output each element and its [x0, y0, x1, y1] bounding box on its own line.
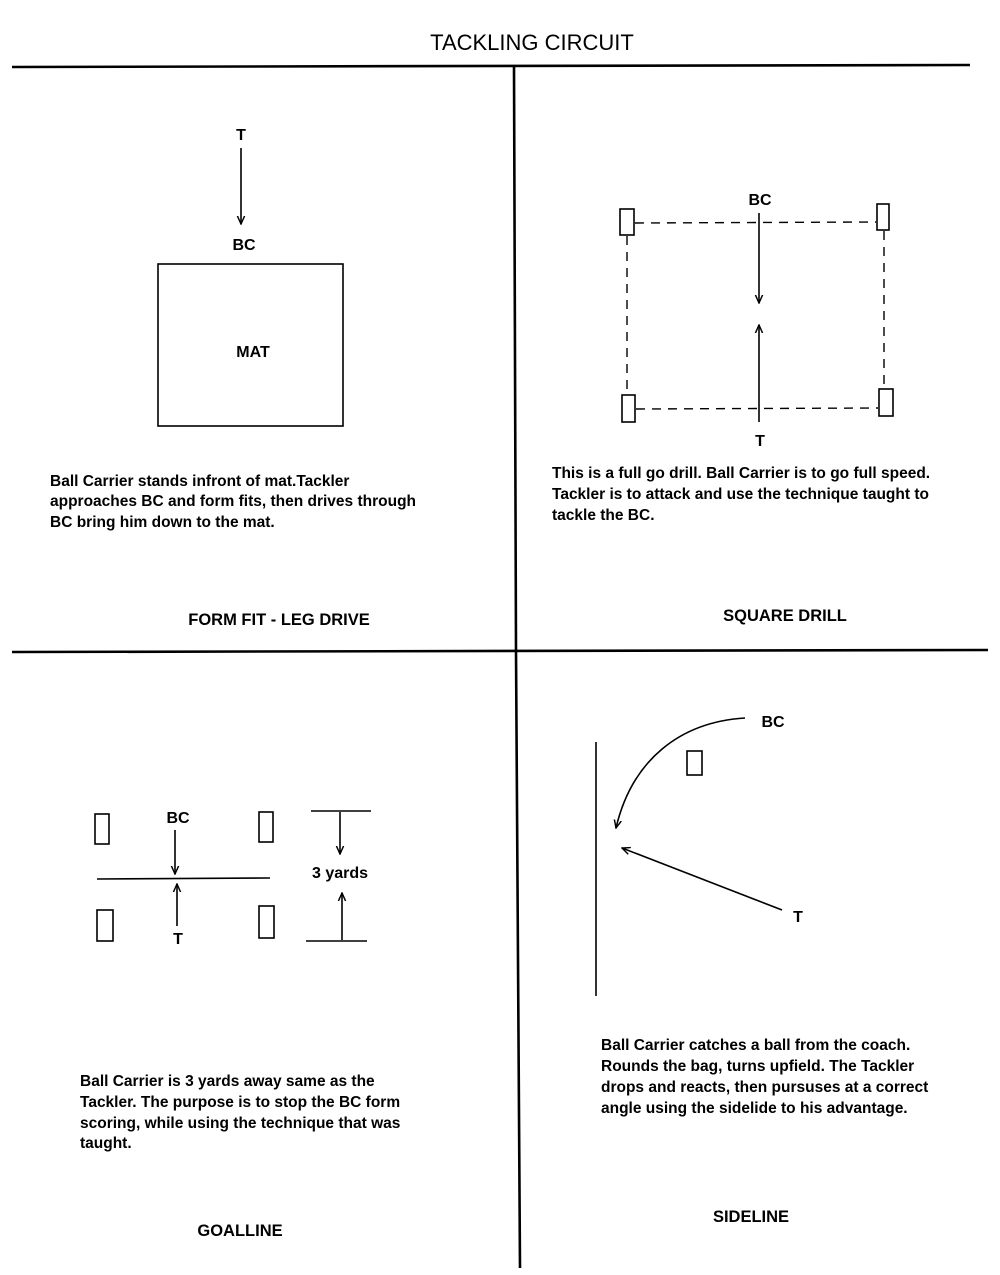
- description-line: Ball Carrier is 3 yards away same as the: [80, 1073, 375, 1090]
- drill-name: FORM FIT - LEG DRIVE: [188, 611, 370, 629]
- distance-label: 3 yards: [312, 865, 368, 882]
- drill-description: Ball Carrier catches a ball from the coa…: [601, 1037, 933, 1117]
- drill-name: SQUARE DRILL: [723, 607, 847, 625]
- tackler-label: T: [173, 931, 183, 948]
- description-line: Rounds the bag, turns upfield. The Tackl…: [601, 1058, 914, 1075]
- ball-carrier-label: BC: [761, 714, 785, 731]
- bag: [621, 394, 636, 423]
- description-line: taught.: [80, 1135, 132, 1152]
- bag: [96, 909, 114, 942]
- ball-carrier-label: BC: [748, 192, 772, 209]
- description-line: Tackler. The purpose is to stop the BC f…: [80, 1094, 400, 1111]
- square-drill-quadrant: BC T This is a full go drill. Ball Carri…: [552, 192, 934, 625]
- description-line: Tackler is to attack and use the techniq…: [552, 486, 929, 503]
- description-line: scoring, while using the technique that …: [80, 1115, 400, 1132]
- goalline-quadrant: BC T 3 yards Ball Carrier is 3 yards awa…: [80, 810, 405, 1240]
- description-line: This is a full go drill. Ball Carrier is…: [552, 465, 930, 482]
- bag: [94, 813, 110, 845]
- page-title: TACKLING CIRCUIT: [430, 30, 634, 55]
- tackler-label: T: [236, 127, 246, 144]
- goal-line: [96, 877, 271, 880]
- tackler-label: T: [755, 433, 765, 450]
- drill-description: Ball Carrier stands infront of mat.Tackl…: [50, 473, 420, 531]
- drill-name: GOALLINE: [197, 1222, 282, 1240]
- bag: [878, 388, 894, 417]
- bag: [258, 905, 275, 939]
- form-fit-quadrant: T BC MAT Ball Carrier stands infront of …: [50, 127, 420, 629]
- drill-description: This is a full go drill. Ball Carrier is…: [552, 465, 934, 524]
- vertical-divider-upper: [512, 65, 518, 652]
- description-line: angle using the sidelide to his advantag…: [601, 1100, 908, 1117]
- tackler-label: T: [793, 909, 803, 926]
- sideline-quadrant: BC T Ball Carrier catches a ball from th…: [595, 714, 933, 1226]
- description-line: tackle the BC.: [552, 507, 655, 524]
- description-line: BC bring him down to the mat.: [50, 514, 275, 531]
- vertical-divider-lower: [514, 650, 522, 1269]
- bag: [876, 203, 890, 231]
- ball-carrier-route: [616, 717, 746, 828]
- tackler-pursuit-arrow: [622, 848, 783, 911]
- bag: [619, 208, 635, 236]
- description-line: Ball Carrier catches a ball from the coa…: [601, 1037, 910, 1054]
- dashed-boundary-top: [634, 221, 877, 224]
- middle-divider: [11, 648, 989, 654]
- mat: [157, 263, 344, 427]
- ball-carrier-label: BC: [166, 810, 190, 827]
- dashed-boundary-bottom: [635, 407, 879, 410]
- mat-label: MAT: [236, 344, 270, 361]
- drill-description: Ball Carrier is 3 yards away same as the…: [80, 1073, 405, 1152]
- bag: [258, 811, 274, 843]
- description-line: approaches BC and form fits, then drives…: [50, 493, 416, 510]
- top-divider: [11, 63, 971, 69]
- drill-name: SIDELINE: [713, 1208, 789, 1226]
- bag: [686, 750, 703, 776]
- ball-carrier-label: BC: [232, 237, 256, 254]
- description-line: drops and reacts, then pursuses at a cor…: [601, 1079, 928, 1096]
- description-line: Ball Carrier stands infront of mat.Tackl…: [50, 473, 349, 490]
